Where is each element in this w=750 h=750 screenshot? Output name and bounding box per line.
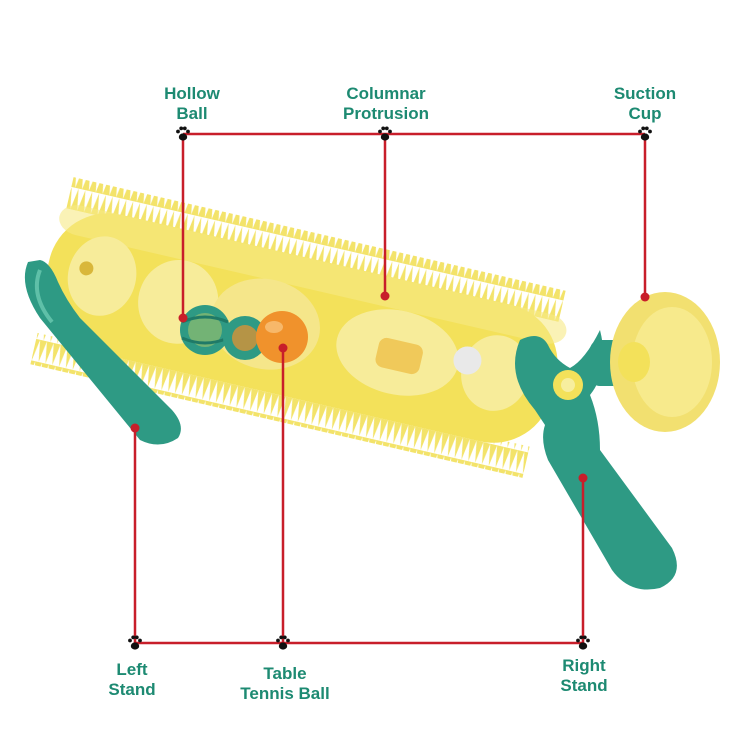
columnar-protrusion-label: Columnar Protrusion — [343, 84, 429, 123]
leader-lines — [133, 132, 647, 645]
right-stand-label: Right Stand — [560, 656, 608, 695]
hollow-ball-illustration — [180, 305, 267, 360]
left-stand-illustration — [24, 260, 181, 445]
table-tennis-ball-label: Table Tennis Ball — [240, 664, 330, 703]
left-stand-dot — [130, 423, 140, 433]
table-tennis-ball-illustration — [256, 311, 308, 363]
hollow-ball-dot — [178, 313, 188, 323]
suction-cup-label: Suction Cup — [613, 84, 677, 123]
right-stand-dot — [578, 473, 588, 483]
anchor-dots — [130, 291, 650, 483]
suction-cup-dot — [640, 292, 650, 302]
right-stand-illustration — [515, 330, 677, 590]
table-tennis-ball-dot — [278, 343, 288, 353]
suction-cup-illustration — [590, 292, 720, 432]
left-stand-label: Left Stand — [108, 660, 156, 699]
hollow-ball-label: Hollow Ball — [164, 84, 220, 123]
columnar-protrusion-dot — [380, 291, 390, 301]
